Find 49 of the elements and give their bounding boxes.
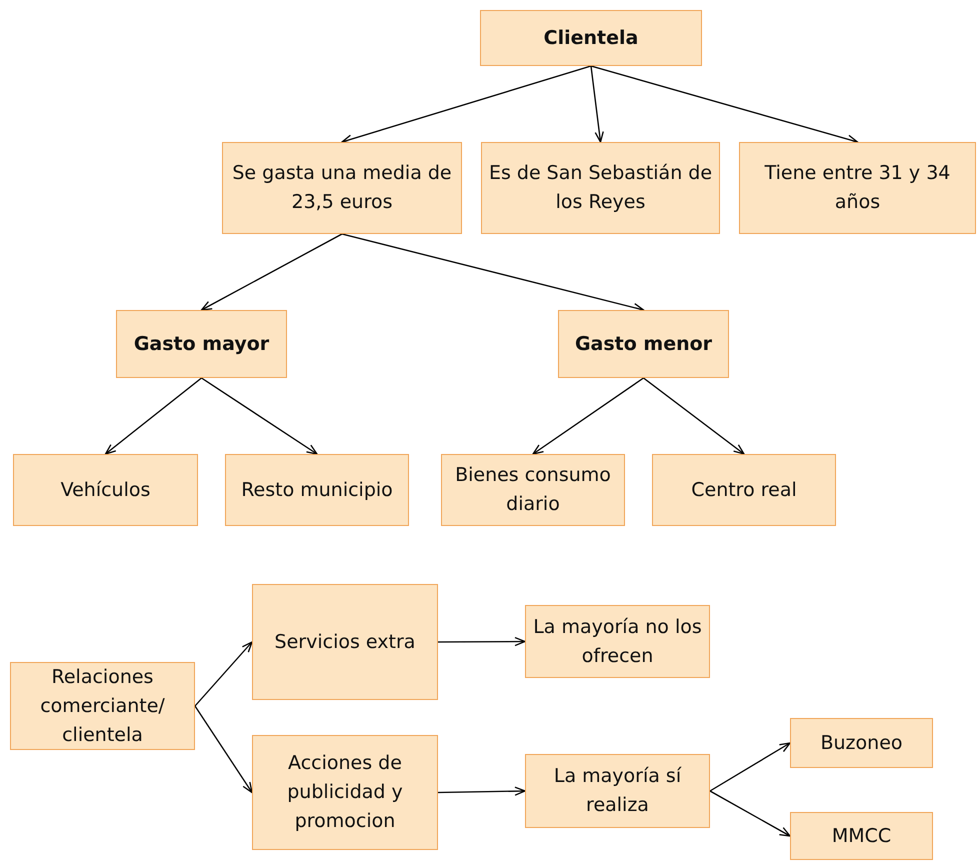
arrow [341,65,592,144]
arrow [438,636,526,646]
process-box [116,310,287,378]
node-label: Se gasta una media de 23,5 euros [231,161,453,215]
process-box [441,454,625,526]
node-label: Servicios extra [274,630,416,654]
arrow [201,377,318,455]
node-label: Bienes consumo diario [454,463,612,517]
process-box [790,718,933,768]
arrow [590,65,858,144]
node-label: Tiene entre 31 y 34 años [764,161,952,215]
arrow [342,233,644,312]
arrow [200,233,342,311]
process-box [222,142,462,234]
process-box [13,454,198,526]
process-box [525,754,710,828]
arrow [438,786,526,796]
node-label: Centro real [690,478,798,502]
process-box [790,812,933,860]
process-box [525,605,710,678]
arrow [532,377,644,455]
node-label: Es de San Sebastián de los Reyes [488,161,714,215]
process-box [252,735,438,850]
node-label: Acciones de publicidad y promocion [286,751,404,834]
node-label: Vehículos [60,478,152,502]
node-label: Clientela [542,26,640,50]
node-label: Resto municipio [240,478,394,502]
arrow [194,706,253,794]
arrow [590,66,604,143]
arrow [710,742,791,792]
process-box [652,454,836,526]
arrow [710,790,791,837]
node-label: Relaciones comerciante/ clientela [39,664,166,748]
node-label: La mayoría sí realiza [552,764,682,818]
process-box [252,584,438,700]
node-label: MMCC [830,824,892,848]
node-label: Gasto mayor [132,332,270,356]
process-box [225,454,409,526]
process-box [481,142,720,234]
node-label: Gasto menor [574,332,714,356]
arrow [104,378,202,455]
arrow [194,641,253,706]
process-box [480,10,702,66]
process-box [739,142,976,234]
arrow [643,377,745,455]
process-box [10,662,195,750]
node-label: La mayoría no los ofrecen [532,614,703,668]
node-label: Buzoneo [819,730,904,756]
process-box [558,310,729,378]
